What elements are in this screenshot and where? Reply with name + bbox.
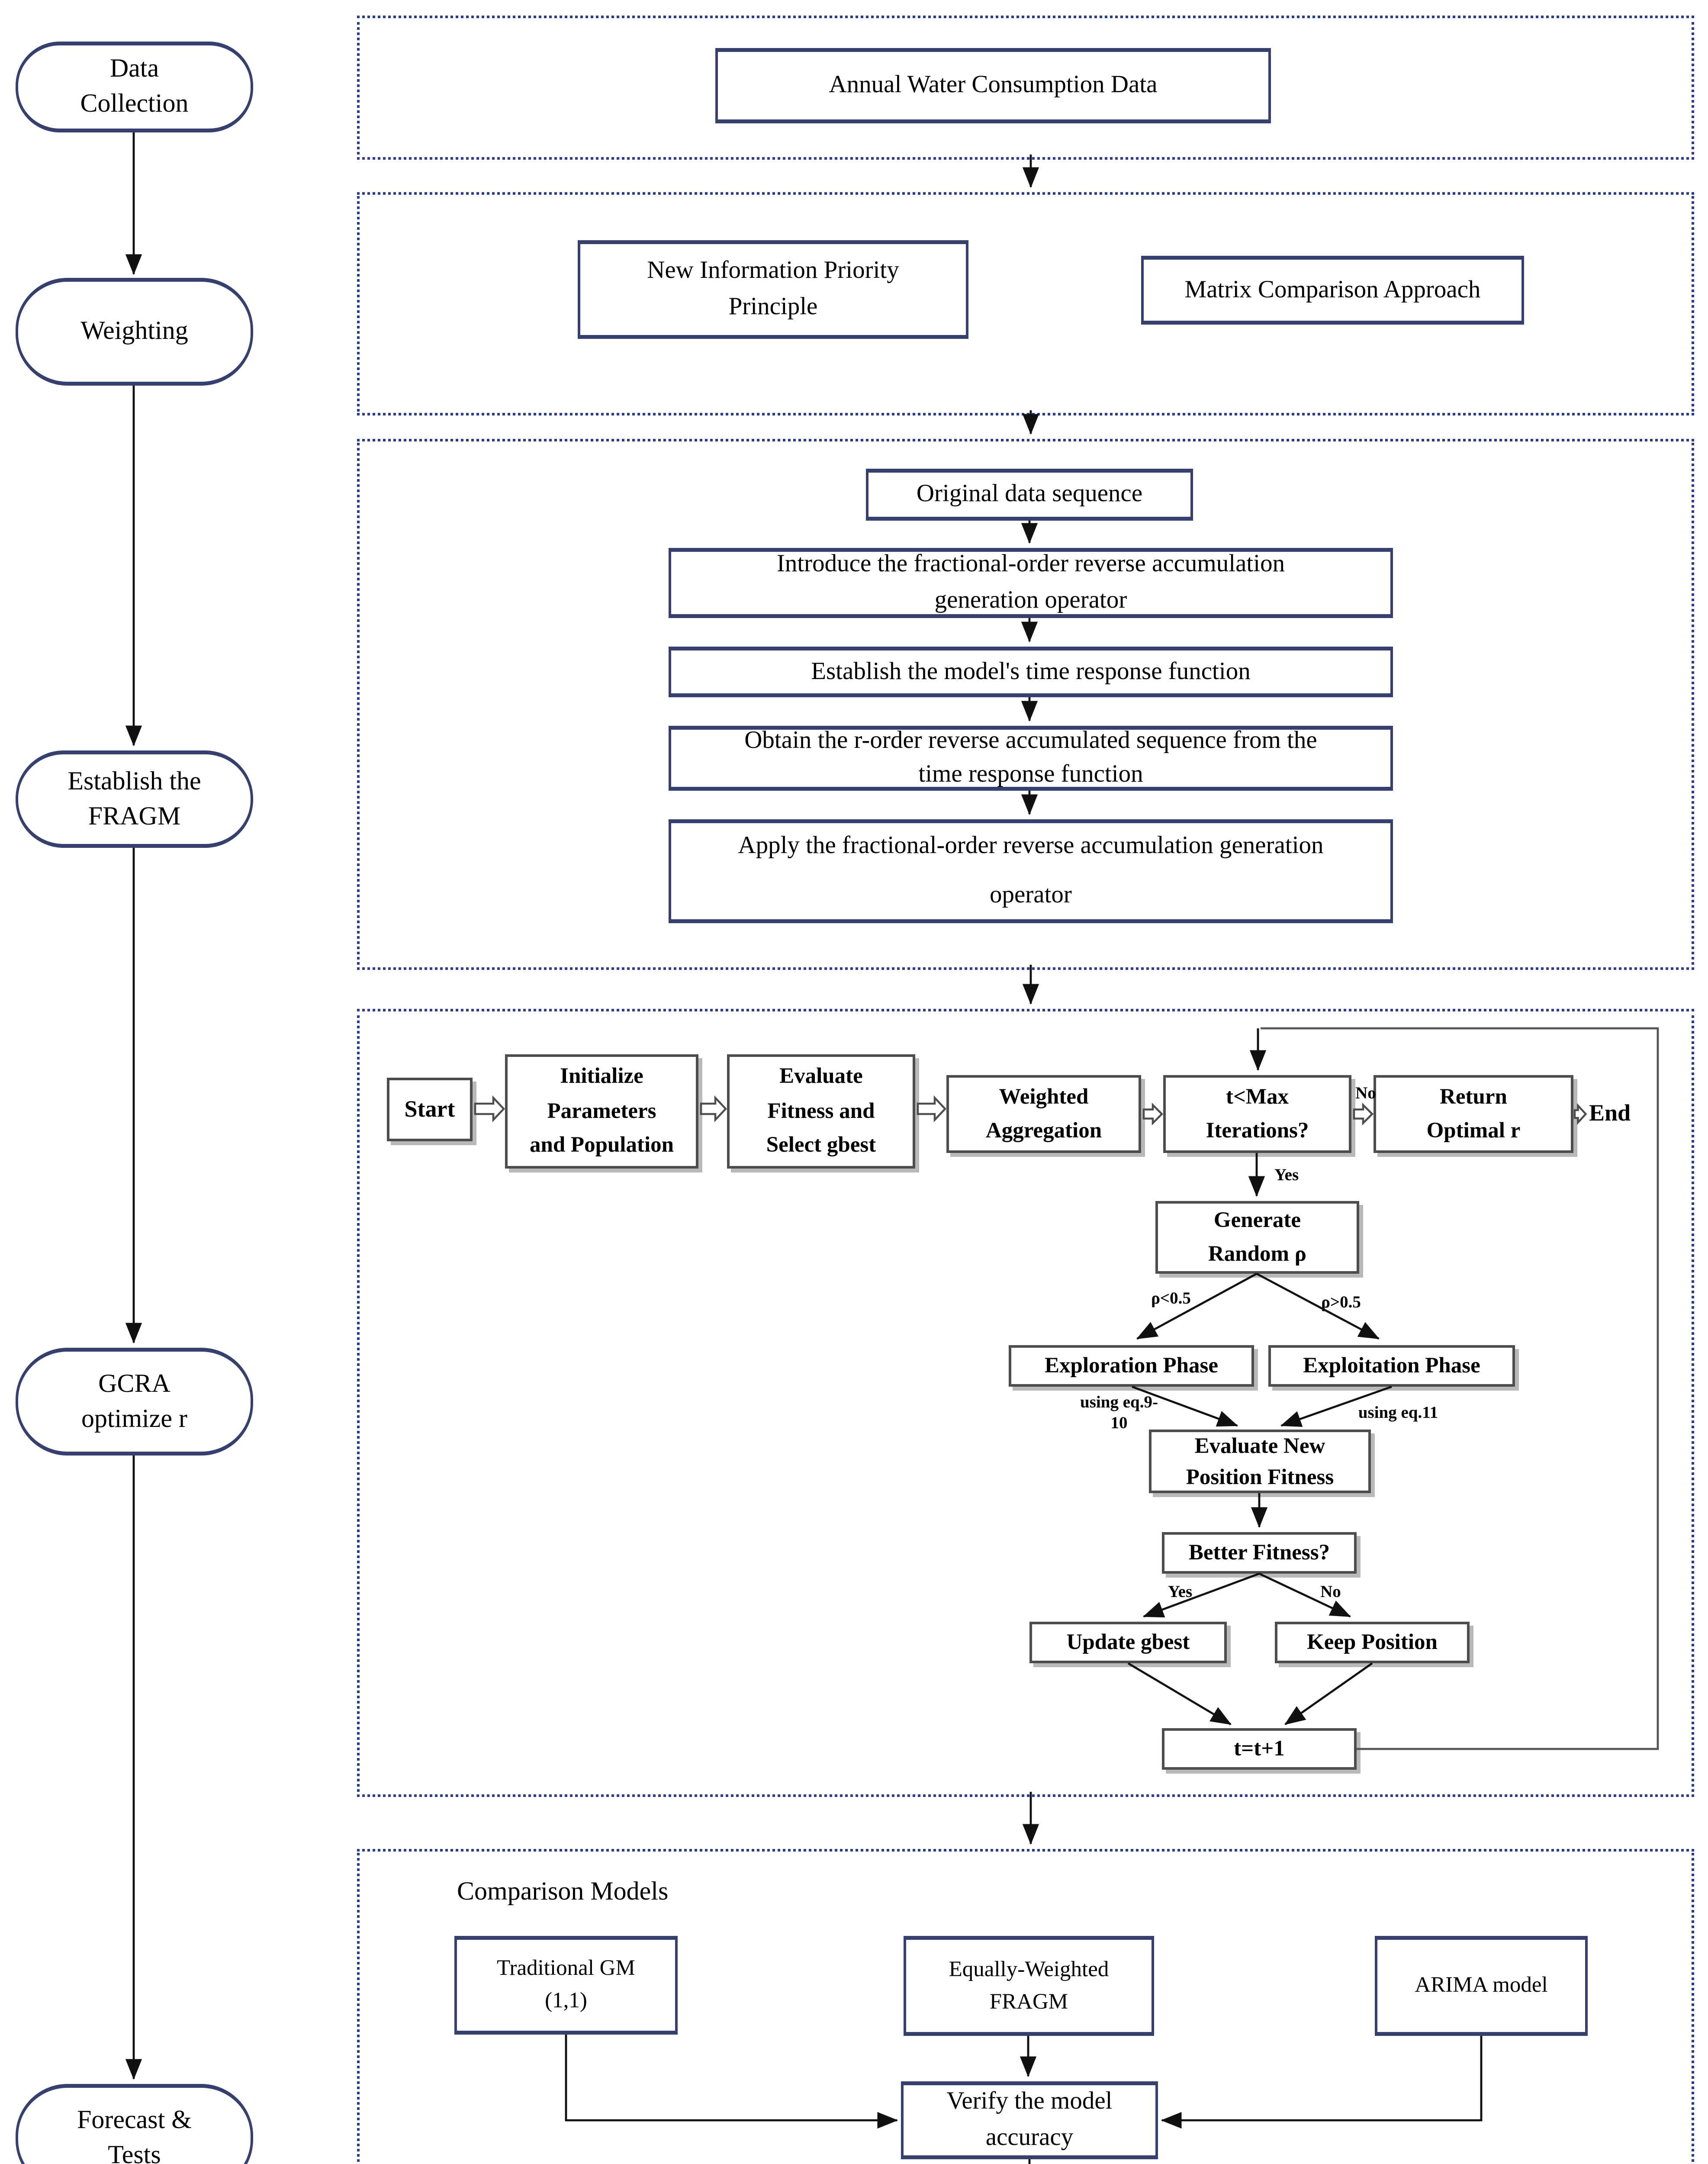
label-yes-fitness: Yes bbox=[1168, 1581, 1193, 1601]
comparison-models-heading: Comparison Models bbox=[457, 1877, 669, 1906]
node-weighted-aggregation: Weighted Aggregation bbox=[946, 1075, 1141, 1153]
label-rho-less: ρ<0.5 bbox=[1151, 1288, 1191, 1307]
node-time-response: Establish the model's time response func… bbox=[669, 647, 1393, 697]
node-original-sequence: Original data sequence bbox=[866, 469, 1193, 521]
data-collection-container bbox=[357, 16, 1694, 160]
end-label: End bbox=[1589, 1100, 1631, 1126]
stage-bubble-gcra-optimize: GCRA optimize r bbox=[16, 1348, 253, 1456]
node-annual-water-data: Annual Water Consumption Data bbox=[715, 48, 1271, 123]
node-tmax-iterations: t<Max Iterations? bbox=[1163, 1075, 1351, 1153]
node-apply-operator: Apply the fractional-order reverse accum… bbox=[669, 819, 1393, 923]
node-return-optimal-r: Return Optimal r bbox=[1373, 1075, 1573, 1153]
stage-bubble-forecast-tests: Forecast & Tests bbox=[16, 2084, 253, 2164]
node-exploration-phase: Exploration Phase bbox=[1009, 1345, 1254, 1387]
node-introduce-operator: Introduce the fractional-order reverse a… bbox=[669, 548, 1393, 618]
node-obtain-sequence: Obtain the r-order reverse accumulated s… bbox=[669, 726, 1393, 791]
label-using-eq11: using eq.11 bbox=[1358, 1402, 1438, 1422]
gcra-container bbox=[357, 1009, 1694, 1797]
label-rho-greater: ρ>0.5 bbox=[1321, 1292, 1361, 1311]
node-arima-model: ARIMA model bbox=[1375, 1936, 1588, 2036]
label-no-max: No bbox=[1355, 1083, 1376, 1102]
label-no-fitness: No bbox=[1320, 1581, 1341, 1601]
stage-bubble-establish-fragm: Establish the FRAGM bbox=[16, 750, 253, 848]
label-yes-max: Yes bbox=[1274, 1165, 1299, 1184]
forecast-container bbox=[357, 1849, 1694, 2164]
node-matrix-comparison: Matrix Comparison Approach bbox=[1141, 256, 1524, 325]
node-start: Start bbox=[387, 1078, 473, 1141]
node-new-information-priority: New Information Priority Principle bbox=[578, 240, 968, 339]
node-exploitation-phase: Exploitation Phase bbox=[1268, 1345, 1515, 1387]
node-evaluate-new-position: Evaluate New Position Fitness bbox=[1149, 1430, 1371, 1493]
fragm-container bbox=[357, 439, 1694, 970]
stage-bubble-data-collection: Data Collection bbox=[16, 42, 253, 132]
node-equally-weighted-fragm: Equally-Weighted FRAGM bbox=[904, 1936, 1154, 2036]
node-increment-t: t=t+1 bbox=[1162, 1728, 1357, 1770]
node-better-fitness: Better Fitness? bbox=[1162, 1532, 1357, 1574]
node-traditional-gm: Traditional GM (1,1) bbox=[454, 1936, 678, 2035]
node-keep-position: Keep Position bbox=[1275, 1622, 1470, 1663]
node-initialize: Initialize Parameters and Population bbox=[505, 1054, 698, 1169]
node-verify-accuracy: Verify the model accuracy bbox=[901, 2081, 1158, 2159]
node-generate-random-rho: Generate Random ρ bbox=[1155, 1201, 1359, 1274]
label-using-eq910: using eq.9- 10 bbox=[1080, 1392, 1158, 1433]
node-update-gbest: Update gbest bbox=[1029, 1622, 1227, 1663]
node-evaluate-fitness: Evaluate Fitness and Select gbest bbox=[727, 1054, 915, 1169]
stage-bubble-weighting: Weighting bbox=[16, 278, 253, 386]
